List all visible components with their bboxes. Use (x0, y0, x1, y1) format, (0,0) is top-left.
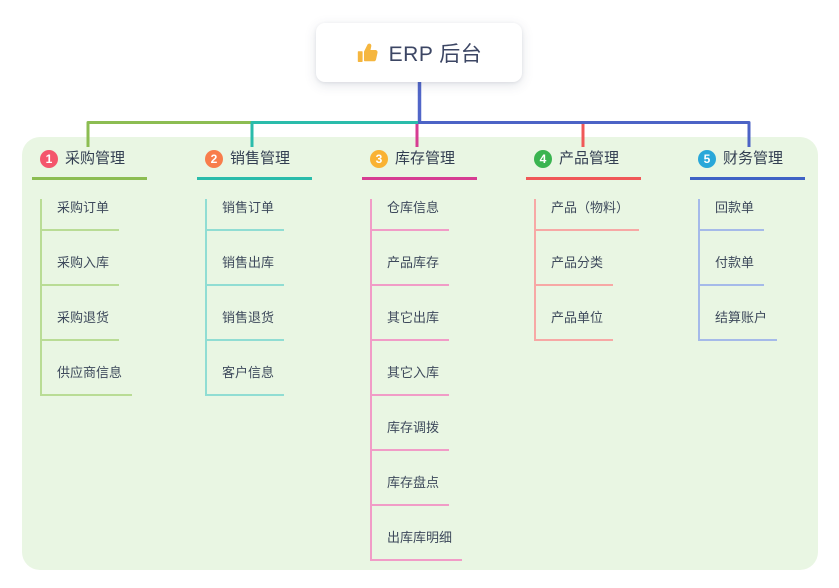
child-node[interactable]: 供应商信息 (42, 364, 133, 396)
child-node[interactable]: 客户信息 (207, 364, 285, 396)
child-node[interactable]: 销售订单 (207, 199, 285, 231)
branch-node-purchase[interactable]: 1 采购管理 (32, 149, 147, 180)
root-node[interactable]: ERP 后台 (316, 23, 522, 82)
thumbs-up-icon (356, 41, 380, 65)
branch-label: 库存管理 (395, 150, 456, 167)
child-node[interactable]: 出库库明细 (372, 529, 463, 561)
child-node[interactable]: 采购订单 (42, 199, 120, 231)
child-node[interactable]: 产品单位 (536, 309, 614, 341)
child-node[interactable]: 仓库信息 (372, 199, 450, 231)
child-node[interactable]: 销售退货 (207, 309, 285, 341)
branch-number-badge: 1 (40, 149, 58, 168)
branch-number-badge: 3 (370, 149, 388, 168)
child-node[interactable]: 结算账户 (700, 309, 778, 341)
branch-column-inventory: 3 库存管理 仓库信息 产品库存 其它出库 其它入库 库存调拨 库存盘点 出库库… (362, 149, 477, 561)
branch-number-badge: 5 (698, 149, 716, 168)
branch-column-purchase: 1 采购管理 采购订单 采购入库 采购退货 供应商信息 (32, 149, 147, 396)
branch-column-product: 4 产品管理 产品（物料） 产品分类 产品单位 (526, 149, 641, 341)
branch-node-inventory[interactable]: 3 库存管理 (362, 149, 477, 180)
branch-children: 仓库信息 产品库存 其它出库 其它入库 库存调拨 库存盘点 出库库明细 (370, 199, 477, 561)
branch-children: 销售订单 销售出库 销售退货 客户信息 (205, 199, 312, 396)
child-node[interactable]: 产品库存 (372, 254, 450, 286)
child-node[interactable]: 其它入库 (372, 364, 450, 396)
branch-children: 采购订单 采购入库 采购退货 供应商信息 (40, 199, 147, 396)
branch-number-badge: 2 (205, 149, 223, 168)
child-node[interactable]: 产品分类 (536, 254, 614, 286)
child-node[interactable]: 回款单 (700, 199, 765, 231)
branch-number-badge: 4 (534, 149, 552, 168)
child-node[interactable]: 采购入库 (42, 254, 120, 286)
branches-panel (22, 137, 818, 570)
branch-node-finance[interactable]: 5 财务管理 (690, 149, 805, 180)
child-node[interactable]: 付款单 (700, 254, 765, 286)
child-node[interactable]: 销售出库 (207, 254, 285, 286)
branch-column-sales: 2 销售管理 销售订单 销售出库 销售退货 客户信息 (197, 149, 312, 396)
root-node-title: ERP 后台 (388, 42, 483, 66)
child-node[interactable]: 库存盘点 (372, 474, 450, 506)
branch-label: 产品管理 (559, 150, 620, 167)
branch-node-sales[interactable]: 2 销售管理 (197, 149, 312, 180)
child-node[interactable]: 其它出库 (372, 309, 450, 341)
child-node[interactable]: 采购退货 (42, 309, 120, 341)
child-node[interactable]: 库存调拨 (372, 419, 450, 451)
branch-children: 产品（物料） 产品分类 产品单位 (534, 199, 641, 341)
branch-column-finance: 5 财务管理 回款单 付款单 结算账户 (690, 149, 805, 341)
child-node[interactable]: 产品（物料） (536, 199, 640, 231)
branch-label: 财务管理 (723, 150, 784, 167)
branch-children: 回款单 付款单 结算账户 (698, 199, 805, 341)
branch-label: 销售管理 (230, 150, 291, 167)
branch-node-product[interactable]: 4 产品管理 (526, 149, 641, 180)
branch-label: 采购管理 (65, 150, 126, 167)
